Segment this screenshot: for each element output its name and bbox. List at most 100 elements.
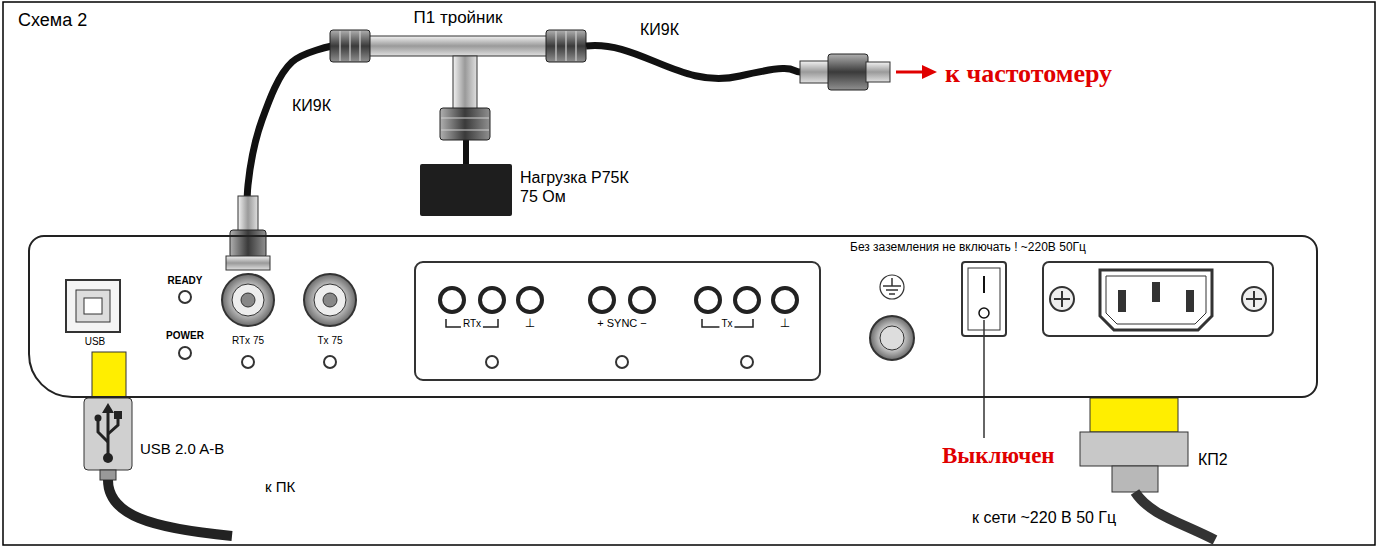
tee-connector (453, 56, 477, 110)
terminal-block (440, 288, 464, 312)
terminal-block (773, 288, 797, 312)
led (179, 347, 191, 359)
state-label: Выключен (942, 442, 1055, 470)
power-plug (1112, 466, 1158, 492)
device-panel: Без заземления не включать ! ~220В 50Гц (28, 235, 1318, 398)
usb-plug (108, 480, 232, 536)
tee-connector (231, 30, 858, 248)
terminal-block (702, 319, 753, 327)
tee-connector (546, 30, 586, 62)
bnc-socket (314, 284, 346, 316)
bnc-socket (222, 274, 356, 326)
bnc-socket (323, 293, 337, 307)
indicator-hole (242, 356, 753, 368)
bnc-cable-right (586, 45, 800, 78)
power-switch (983, 320, 985, 438)
load-body (420, 164, 512, 216)
power-switch (962, 262, 1006, 438)
bnc-socket (304, 274, 356, 326)
tee-connector (441, 117, 489, 118)
power-socket (1253, 291, 1255, 307)
terminal-block (446, 319, 753, 327)
tee-connector (349, 31, 350, 61)
usb-plug (103, 453, 113, 463)
indicator-hole (741, 356, 753, 368)
terminal-block (446, 319, 498, 327)
power-socket (1050, 287, 1074, 311)
led (179, 291, 191, 359)
usb-plug (92, 352, 126, 398)
indicator-label: POWER (166, 330, 204, 342)
power-socket (1242, 287, 1266, 311)
destination-label: к сети ~220 В 50 Гц (972, 508, 1116, 527)
usb-plug (84, 352, 232, 536)
usb-plug (98, 421, 108, 442)
connector-layer (247, 46, 466, 235)
indicator-hole (616, 356, 628, 368)
tee-connector (359, 31, 360, 61)
power-plug (1090, 398, 1178, 432)
bnc-plug-rtx (226, 196, 270, 270)
cable-name: USB 2.0 A-B (140, 440, 224, 458)
terminal-block (440, 288, 797, 312)
power-socket (1100, 270, 1212, 330)
ground-terminal (886, 289, 898, 291)
ground-terminal (883, 278, 901, 294)
power-plug (1135, 492, 1215, 540)
led (179, 291, 191, 303)
part-name: П1 тройник (330, 8, 586, 28)
terminal-block (735, 288, 759, 312)
bnc-cable-right (866, 62, 890, 82)
tee-connector (339, 31, 340, 61)
ground-terminal (889, 293, 895, 295)
tee-connector (330, 30, 370, 62)
tee-connector (368, 36, 548, 56)
cable-name: КИ9К (640, 20, 679, 39)
ground-terminal (870, 316, 914, 360)
indicator-hole (486, 356, 498, 368)
terminal-block (480, 288, 504, 312)
ground-terminal (880, 326, 904, 350)
usb-socket (76, 290, 110, 322)
bnc-socket (232, 284, 264, 316)
indicator-hole (324, 356, 336, 368)
destination-label: к частотомеру (945, 58, 1112, 89)
coax-cable (247, 46, 332, 235)
bnc-socket (222, 274, 274, 326)
terminal-block (590, 288, 614, 312)
diagram-title: Схема 2 (18, 10, 87, 32)
terminal-label: Tx (719, 318, 734, 330)
power-socket (1152, 282, 1160, 302)
load-resistor: Нагрузка Р75К 75 Ом (420, 160, 638, 218)
terminal-block (415, 262, 820, 380)
terminal-label: RTx (461, 318, 483, 330)
terminal-label: + SYNC − (597, 317, 647, 330)
power-plug (1080, 398, 1215, 540)
usb-plug (100, 470, 116, 480)
tee-connector (565, 31, 566, 61)
usb-socket (84, 298, 102, 314)
indicator-hole (242, 356, 254, 368)
bnc-cable-right (828, 54, 868, 90)
red-arrow (896, 71, 924, 74)
port-label: RTx 75 (232, 335, 264, 347)
usb-plug (114, 411, 122, 419)
load-label: Нагрузка Р75К 75 Ом (520, 168, 632, 206)
coax-cable (463, 140, 469, 164)
power-socket (1106, 276, 1206, 324)
port-label: USB (85, 336, 106, 348)
bnc-plug-rtx (238, 196, 258, 232)
ground-terminal (870, 275, 914, 360)
terminal-block (518, 288, 542, 312)
usb-plug (102, 403, 114, 413)
power-socket (1043, 262, 1273, 336)
terminal-label: ⊥ (525, 316, 535, 330)
terminal-label: ⊥ (780, 316, 790, 330)
frame (3, 2, 1375, 545)
cable-name: КП2 (1198, 450, 1228, 469)
power-plug (1080, 432, 1188, 466)
usb-plug (108, 418, 118, 434)
destination-label: к ПК (265, 478, 295, 496)
